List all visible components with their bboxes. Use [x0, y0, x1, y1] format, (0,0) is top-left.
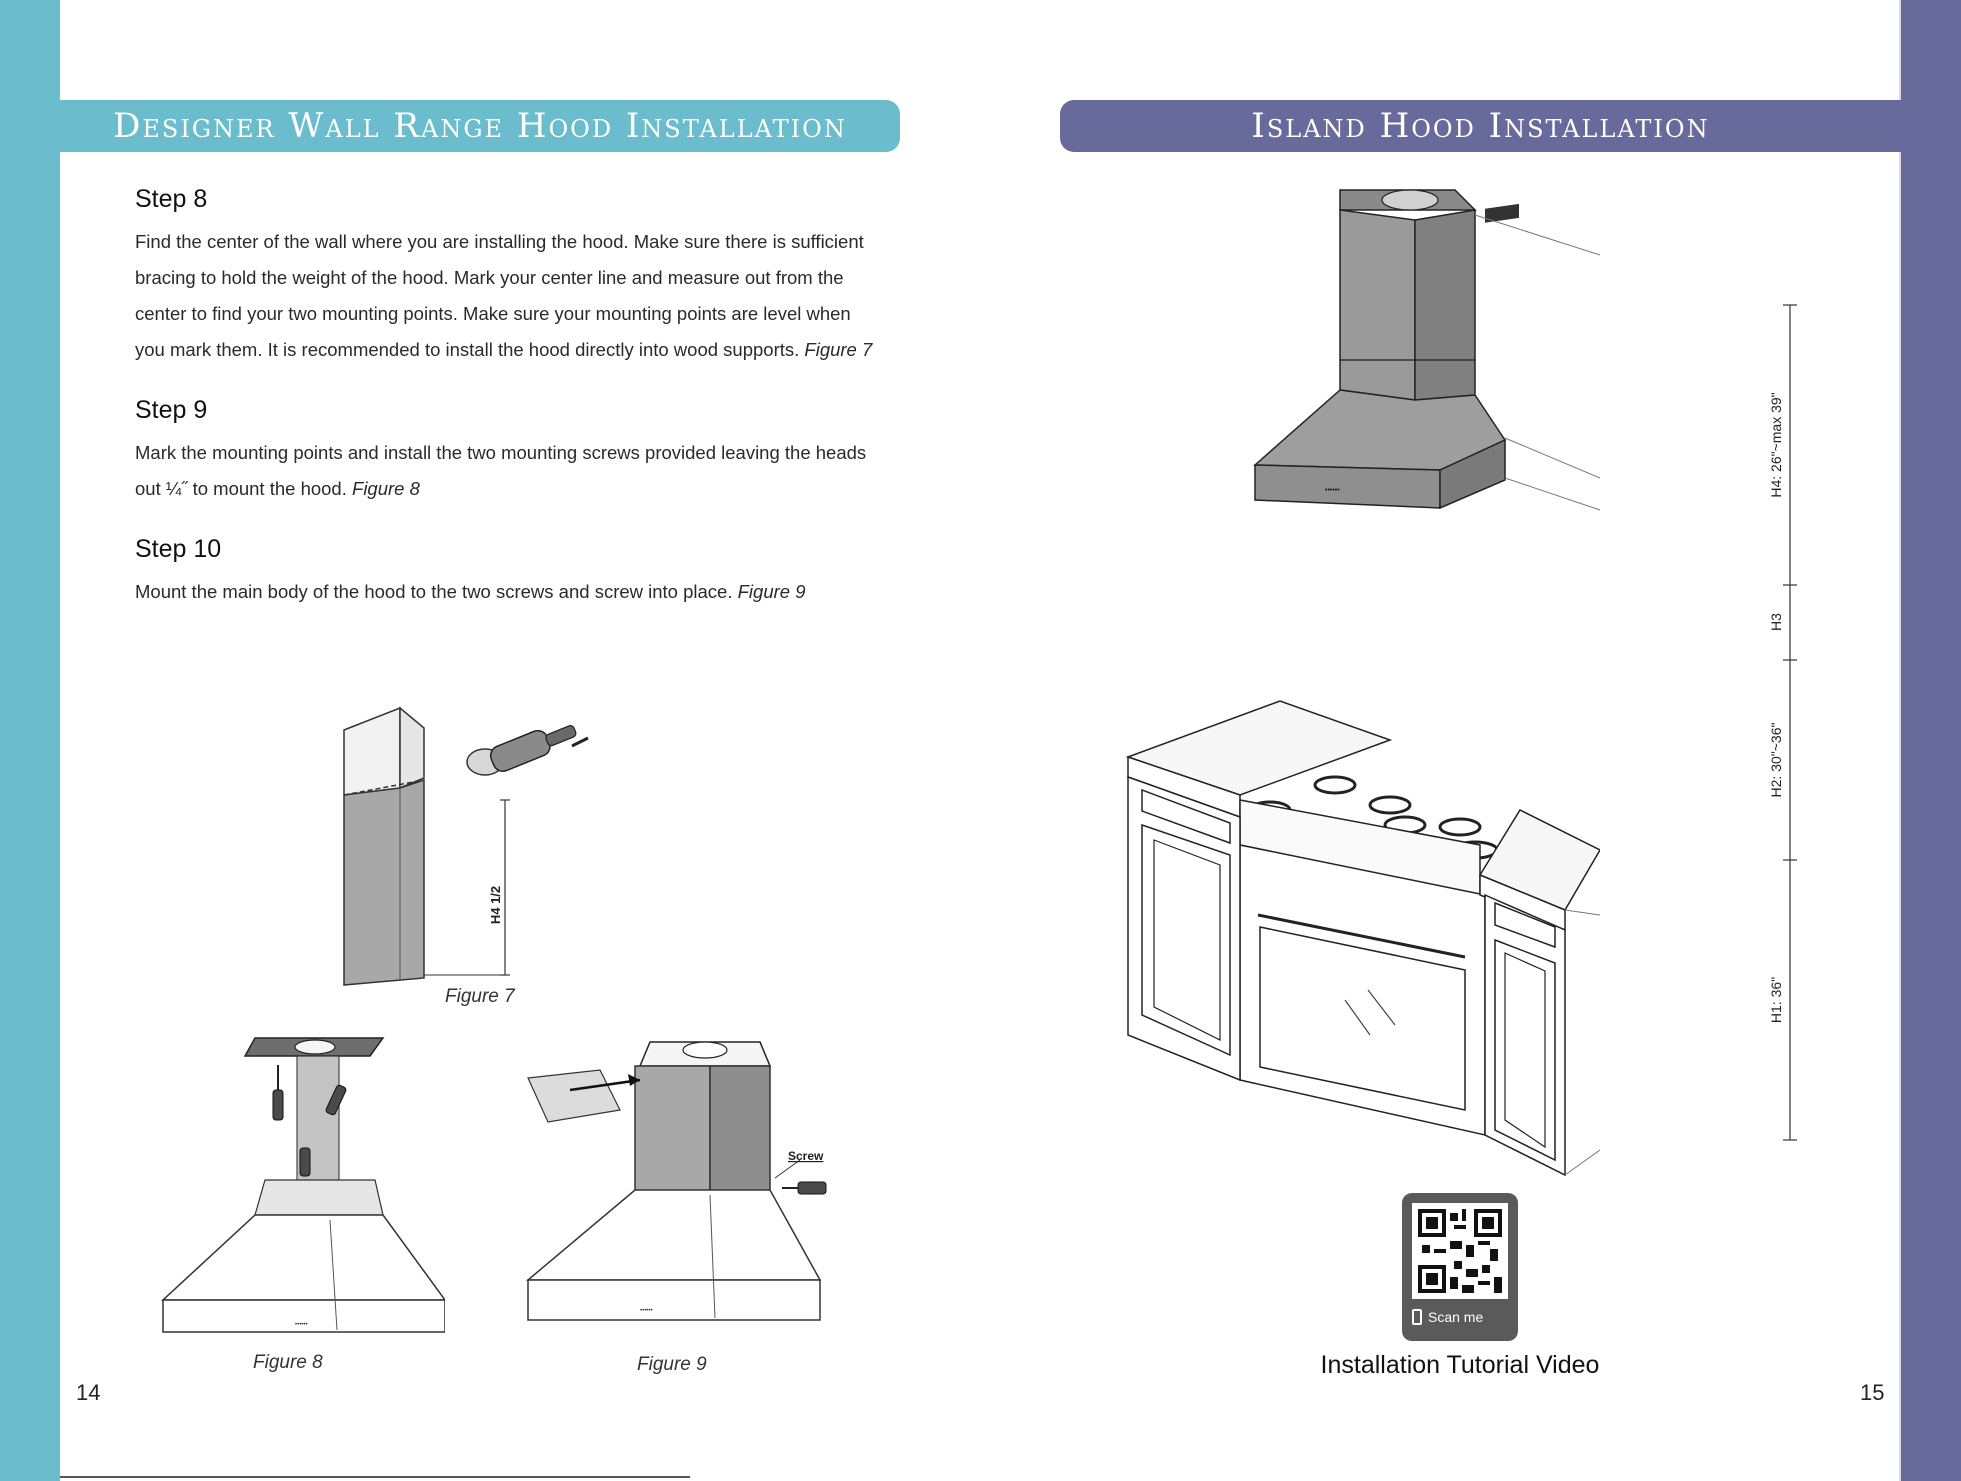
- vent-grille-icon: [1485, 203, 1519, 223]
- scan-me-label: Scan me: [1428, 1309, 1484, 1325]
- right-page-edge: [1901, 0, 1961, 1481]
- installation-steps: Step 8 Find the center of the wall where…: [135, 185, 880, 638]
- range-cabinet-illustration: [1125, 700, 1600, 1177]
- figure-9-illustration: •••••• Screw: [525, 1041, 827, 1321]
- dimension-h3: H3: [1768, 613, 1784, 631]
- figure-8-illustration: ••••••: [161, 1037, 445, 1333]
- step-body: Mark the mounting points and install the…: [135, 442, 867, 499]
- bottom-rule: [60, 1476, 690, 1478]
- figure-9-caption: Figure 9: [637, 1354, 707, 1375]
- svg-text:••••••: ••••••: [1325, 487, 1340, 494]
- qr-code-card[interactable]: Scan me: [1402, 1193, 1518, 1341]
- dimension-h2: H2: 30"~36": [1768, 723, 1784, 798]
- page-number-right: 15: [1860, 1380, 1885, 1405]
- phone-icon: [1412, 1309, 1422, 1325]
- dimension-h4: H4: 26"~max 39": [1768, 392, 1784, 497]
- step-body: Mount the main body of the hood to the t…: [135, 581, 806, 602]
- step-body: Find the center of the wall where you ar…: [135, 231, 873, 360]
- left-page-edge: [0, 0, 60, 1481]
- qr-caption: Installation Tutorial Video: [1320, 1351, 1600, 1379]
- right-banner-title: Island Hood Installation: [1251, 106, 1710, 146]
- right-section-banner: Island Hood Installation: [1060, 100, 1901, 152]
- step-8: Step 8 Find the center of the wall where…: [135, 185, 880, 368]
- right-page-divider: [1899, 0, 1901, 1481]
- figure-7-caption: Figure 7: [445, 986, 515, 1007]
- screw-icon: [774, 1159, 827, 1195]
- island-hood-illustration: ••••••: [1253, 189, 1600, 511]
- bracket-icon: [527, 1069, 641, 1123]
- svg-text:••••••: ••••••: [640, 1308, 653, 1314]
- figure-7-illustration: H4 1/2: [343, 706, 589, 986]
- figure-reference: Figure 9: [737, 581, 806, 602]
- step-heading: Step 9: [135, 396, 208, 424]
- screw-label: Screw: [788, 1149, 824, 1163]
- svg-text:••••••: ••••••: [295, 1322, 308, 1328]
- qr-code-icon: [1412, 1203, 1508, 1299]
- figure-reference: Figure 7: [804, 339, 873, 360]
- step-9: Step 9 Mark the mounting points and inst…: [135, 396, 880, 507]
- height-dimension-line: H4: 26"~max 39" H3 H2: 30"~36" H1: 36": [1768, 304, 1797, 1141]
- page-number-left: 14: [76, 1380, 101, 1405]
- step-heading: Step 8: [135, 185, 208, 213]
- left-banner-title: Designer Wall Range Hood Installation: [113, 106, 847, 146]
- step-heading: Step 10: [135, 535, 222, 563]
- figure-reference: Figure 8: [352, 478, 420, 499]
- figure-8-caption: Figure 8: [253, 1352, 323, 1373]
- dimension-h1: H1: 36": [1768, 977, 1784, 1023]
- left-section-banner: Designer Wall Range Hood Installation: [60, 100, 900, 152]
- scan-me-row: Scan me: [1412, 1309, 1508, 1325]
- step-10: Step 10 Mount the main body of the hood …: [135, 535, 880, 610]
- figure-7-dimension-label: H4 1/2: [488, 886, 503, 924]
- angle-grinder-icon: [466, 725, 589, 776]
